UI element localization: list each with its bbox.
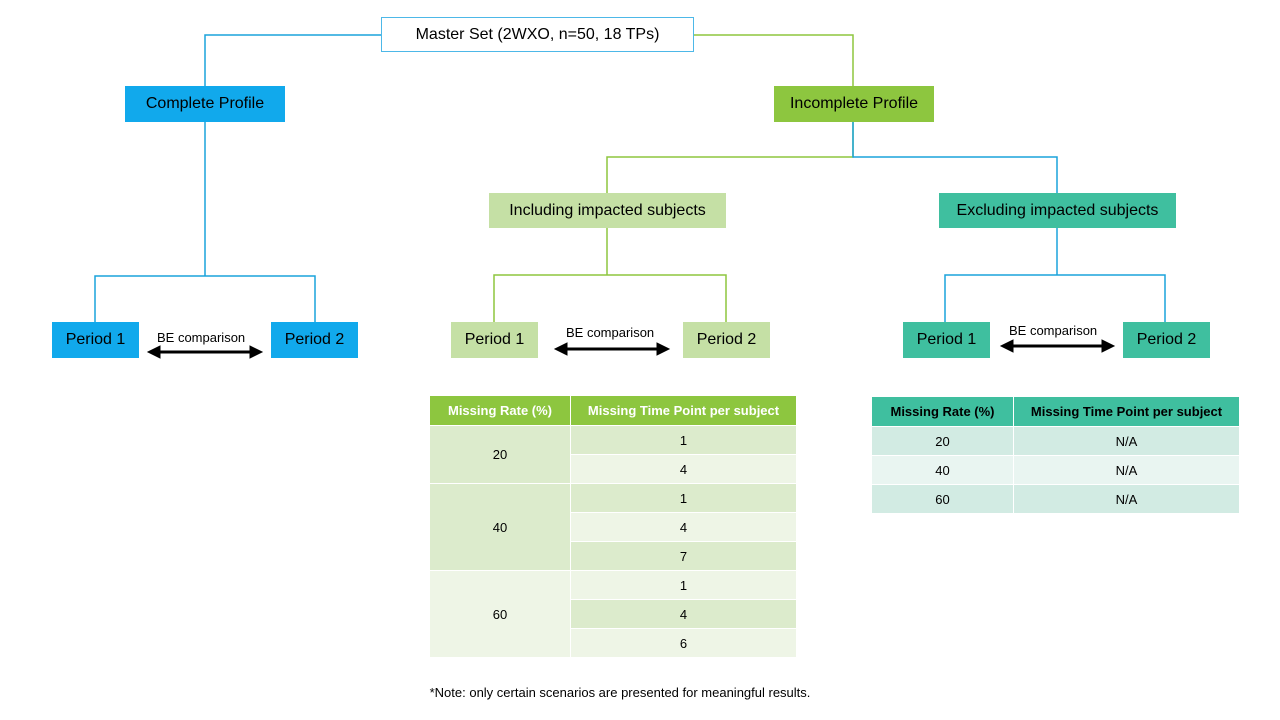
complete-period-1-box: Period 1 — [52, 322, 139, 358]
including-impacted-box: Including impacted subjects — [489, 193, 726, 228]
complete-period-1-label: Period 1 — [65, 331, 126, 348]
table-row: 20 N/A — [871, 426, 1240, 456]
including-period-1-label: Period 1 — [464, 331, 525, 348]
table-row: 60 N/A — [871, 484, 1240, 514]
table-row: 20 1 — [429, 425, 797, 484]
including-impacted-label: Including impacted subjects — [509, 201, 706, 219]
rate-cell: 60 — [871, 484, 1014, 514]
table-row: 40 1 — [429, 483, 797, 571]
connector-including-periods — [493, 274, 727, 322]
table-row: 40 N/A — [871, 455, 1240, 485]
incomplete-profile-box: Incomplete Profile — [774, 86, 934, 122]
rate-cell: 60 — [429, 570, 571, 658]
header-missing-time-point: Missing Time Point per subject — [570, 395, 797, 426]
time-point-cell: 1 — [570, 483, 797, 513]
excluding-period-1-box: Period 1 — [903, 322, 990, 358]
master-set-box: Master Set (2WXO, n=50, 18 TPs) — [381, 17, 694, 52]
table-row: 4 — [430, 599, 797, 629]
table-header-row: Missing Rate (%) Missing Time Point per … — [429, 395, 797, 426]
table-row: 60 1 — [429, 570, 797, 658]
master-set-label: Master Set (2WXO, n=50, 18 TPs) — [415, 25, 660, 43]
excluding-period-2-box: Period 2 — [1123, 322, 1210, 358]
time-point-cell: 7 — [570, 541, 797, 571]
complete-profile-box: Complete Profile — [125, 86, 285, 122]
including-missing-table: Missing Rate (%) Missing Time Point per … — [429, 395, 797, 658]
excluding-missing-table: Missing Rate (%) Missing Time Point per … — [871, 396, 1240, 514]
connector-excluding-periods — [944, 274, 1166, 322]
rate-cell: 20 — [429, 425, 571, 484]
footnote: *Note: only certain scenarios are presen… — [429, 685, 811, 700]
time-point-cell: N/A — [1013, 484, 1240, 514]
be-arrow-complete — [146, 345, 264, 359]
time-point-cell: 4 — [570, 599, 797, 629]
connector-incomplete-excluding — [852, 122, 1058, 193]
complete-period-2-box: Period 2 — [271, 322, 358, 358]
be-arrow-excluding — [999, 339, 1116, 353]
connector-master-complete — [204, 34, 381, 86]
excluding-impacted-box: Excluding impacted subjects — [939, 193, 1176, 228]
complete-be-comparison-label: BE comparison — [157, 330, 246, 345]
connector-incomplete-including — [606, 122, 854, 193]
rate-cell: 40 — [429, 483, 571, 571]
be-arrow-including — [553, 342, 671, 356]
connector-master-incomplete — [694, 34, 854, 86]
table-header-row: Missing Rate (%) Missing Time Point per … — [871, 396, 1240, 427]
time-point-cell: 4 — [570, 454, 797, 484]
rate-cell: 40 — [871, 455, 1014, 485]
connector-complete-periods — [94, 275, 316, 322]
table-row: 4 — [430, 512, 797, 542]
complete-profile-label: Complete Profile — [145, 95, 265, 112]
including-period-2-box: Period 2 — [683, 322, 770, 358]
header-missing-rate: Missing Rate (%) — [871, 396, 1014, 427]
excluding-period-2-label: Period 2 — [1136, 331, 1197, 348]
header-missing-rate: Missing Rate (%) — [429, 395, 571, 426]
including-period-1-box: Period 1 — [451, 322, 538, 358]
time-point-cell: 6 — [570, 628, 797, 658]
table-row: 7 — [430, 541, 797, 571]
time-point-cell: N/A — [1013, 455, 1240, 485]
time-point-cell: N/A — [1013, 426, 1240, 456]
table-row: 6 — [430, 628, 797, 658]
complete-period-2-label: Period 2 — [284, 331, 345, 348]
excluding-impacted-label: Excluding impacted subjects — [956, 201, 1159, 219]
including-period-2-label: Period 2 — [696, 331, 757, 348]
excluding-period-1-label: Period 1 — [916, 331, 977, 348]
header-missing-time-point: Missing Time Point per subject — [1013, 396, 1240, 427]
including-be-comparison-label: BE comparison — [566, 325, 655, 340]
time-point-cell: 4 — [570, 512, 797, 542]
rate-cell: 20 — [871, 426, 1014, 456]
incomplete-profile-label: Incomplete Profile — [789, 95, 919, 112]
excluding-be-comparison-label: BE comparison — [1009, 323, 1098, 338]
time-point-cell: 1 — [570, 570, 797, 600]
time-point-cell: 1 — [570, 425, 797, 455]
